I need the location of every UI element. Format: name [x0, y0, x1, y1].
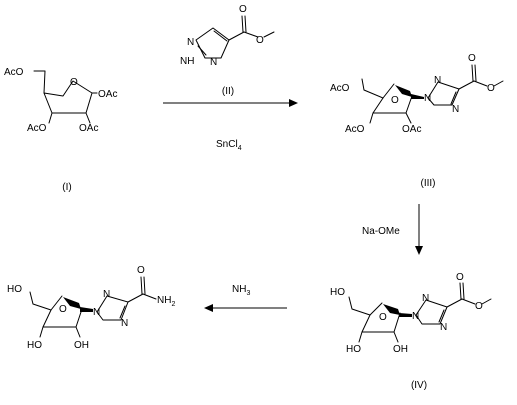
step-1-reagent: SnCl4 [216, 139, 242, 152]
compound-II-nh: NH [180, 56, 194, 67]
compound-I-aco-3: AcO [27, 123, 47, 134]
compound-ribavirin: HO O N N N O NH2 HO OH [7, 265, 175, 351]
compound-III-n2: N [434, 75, 441, 86]
compound-IV-label: (IV) [411, 380, 427, 391]
step-2-arrow: Na-OMe [362, 204, 423, 255]
compound-III-aco-3: AcO [345, 124, 365, 135]
compound-ribavirin-n4: N [121, 318, 128, 329]
compound-ribavirin-ring-oxygen: O [59, 304, 67, 315]
compound-I-ring-oxygen: O [70, 77, 78, 88]
compound-IV-ho-3: HO [346, 344, 361, 355]
compound-ribavirin-n1: N [93, 307, 100, 318]
step-3-arrow: NH3 [204, 284, 287, 312]
compound-IV-ring-oxygen: O [379, 312, 387, 323]
compound-III-aco-5: AcO [330, 83, 350, 94]
compound-IV-glycosidic-wedge [399, 313, 412, 317]
compound-III-oac-2: OAc [402, 124, 421, 135]
compound-I-bonds [33, 70, 98, 124]
compound-III-double-bond-oxygen: O [468, 53, 476, 64]
compound-IV-n1: N [412, 311, 419, 322]
compound-II-n4: N [210, 57, 217, 68]
compound-II-n2: N [187, 37, 194, 48]
step-2-reagent: Na-OMe [362, 226, 400, 237]
compound-I: AcO O OAc AcO OAc (I) [4, 67, 117, 193]
compound-IV-n4: N [440, 322, 447, 333]
compound-ribavirin-wedge-bond [63, 297, 81, 309]
compound-IV-n2: N [422, 293, 429, 304]
compound-ribavirin-double-bond-oxygen: O [137, 265, 145, 276]
compound-I-oac-1: OAc [98, 89, 117, 100]
compound-II: O O N NH N (II) [180, 4, 275, 97]
compound-IV-bonds [348, 282, 492, 343]
compound-ribavirin-glycosidic-wedge [80, 307, 93, 312]
compound-I-aco-5: AcO [4, 67, 24, 78]
compound-II-bonds [195, 15, 275, 59]
compound-ribavirin-amide-nh2: NH2 [157, 295, 175, 308]
compound-II-label: (II) [222, 86, 234, 97]
step-3-reagent: NH3 [232, 284, 250, 297]
compound-IV: HO O N N N O O HO OH (IV) [330, 272, 492, 391]
compound-III: AcO O N N N O O AcO OAc (III) [330, 53, 504, 189]
compound-IV-wedge-bond [383, 304, 400, 315]
compound-III-ring-oxygen: O [391, 95, 399, 106]
compound-III-wedge-bond [395, 85, 412, 97]
compound-IV-oh-2: OH [393, 344, 408, 355]
compound-III-ester-oxygen: O [487, 83, 495, 94]
compound-ribavirin-ho-5: HO [7, 284, 22, 295]
step-1-arrow: SnCl4 [163, 99, 298, 152]
compound-IV-ester-oxygen: O [475, 301, 483, 312]
compound-III-n1: N [424, 93, 431, 104]
compound-II-double-bond-oxygen: O [239, 4, 247, 15]
compound-ribavirin-n2: N [103, 289, 110, 300]
compound-ribavirin-oh-2: OH [74, 340, 89, 351]
compound-II-ester-oxygen: O [256, 35, 264, 46]
compound-III-n4: N [452, 104, 459, 115]
compound-IV-ho-5: HO [330, 287, 345, 298]
compound-IV-double-bond-oxygen: O [456, 272, 464, 283]
compound-ribavirin-bonds [29, 276, 157, 338]
compound-III-label: (III) [421, 178, 436, 189]
compound-I-oac-2: OAc [79, 123, 98, 134]
compound-III-glycosidic-wedge [411, 94, 424, 99]
compound-III-bonds [361, 64, 504, 124]
compound-I-label: (I) [62, 182, 71, 193]
compound-ribavirin-ho-3: HO [27, 340, 42, 351]
